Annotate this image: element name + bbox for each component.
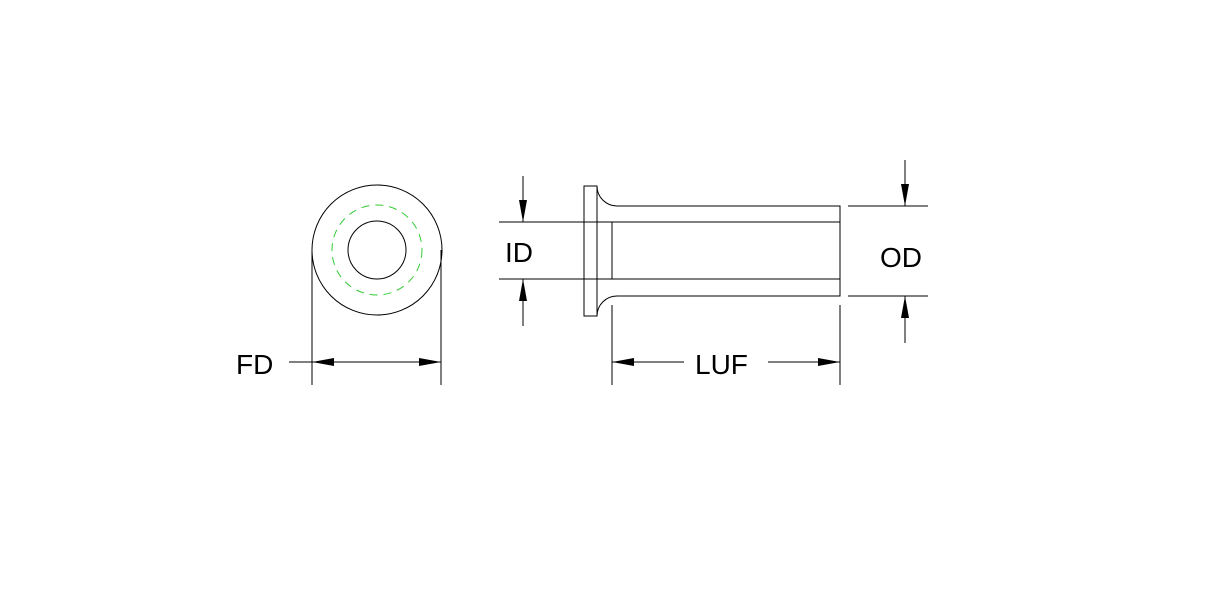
od-arrow-top — [901, 184, 909, 206]
fd-arrow-right — [419, 358, 441, 366]
od-arrow-bottom — [901, 296, 909, 318]
flange-outline — [583, 185, 841, 317]
id-label: ID — [505, 237, 533, 268]
luf-arrow-left — [612, 358, 634, 366]
fd-label: FD — [236, 349, 273, 380]
end-view: FD — [236, 184, 443, 385]
luf-label: LUF — [695, 349, 748, 380]
luf-arrow-right — [818, 358, 840, 366]
hidden-outer-diameter-circle — [331, 204, 423, 296]
od-label: OD — [880, 242, 922, 273]
id-arrow-top — [519, 200, 527, 222]
id-arrow-bottom — [519, 279, 527, 301]
bore-circle — [347, 220, 407, 280]
side-view: ID OD LUF — [499, 160, 928, 385]
fd-arrow-left — [312, 358, 334, 366]
